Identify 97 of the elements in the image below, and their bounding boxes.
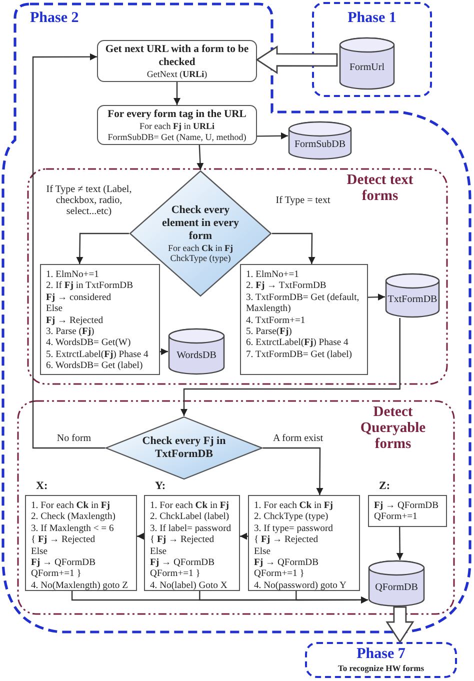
diamond-detail: For each Ck in Fj xyxy=(166,242,234,253)
step-line: 3. Parse (Fj) xyxy=(46,326,96,338)
detect-region xyxy=(17,400,455,615)
diamond-heading: Check every Fj in TxtFormDB xyxy=(141,435,227,461)
phase-title: Phase 2 xyxy=(30,10,79,27)
database-cylinder xyxy=(288,121,352,160)
step-line: QForm+=1 xyxy=(374,511,418,523)
step-line: Else xyxy=(150,546,168,558)
step-line: Else xyxy=(254,546,272,558)
database-label: FormUrl xyxy=(350,62,384,73)
arrow xyxy=(263,447,324,495)
phase-box xyxy=(305,642,457,678)
diamond-detail: ChckType (type) xyxy=(169,253,232,264)
step-line: 3. If Maxlength < = 6 xyxy=(31,522,115,534)
database-cylinder xyxy=(368,560,425,607)
step-line: Else xyxy=(31,546,49,558)
step-line: 1. For each Ck in Fj xyxy=(150,500,230,512)
step-line: 2. If Fj in TxtFormDB xyxy=(46,280,134,292)
step-line: Fj → QFormDB xyxy=(374,500,440,512)
step-line: 2. ChckType (type) xyxy=(254,511,330,523)
step-line: 4. No(label) Goto X xyxy=(150,580,228,592)
arrow xyxy=(196,144,204,170)
step-line: Fj → Rejected xyxy=(46,314,104,326)
step-line: 2. Check (Maxlength) xyxy=(31,511,116,523)
step-line: 7. TxtFormDB= Get (label) xyxy=(246,348,353,360)
process-box xyxy=(97,105,257,145)
step-line: { Fj → Rejected xyxy=(31,534,96,546)
region-title: Detect Queryable forms xyxy=(359,404,427,452)
box-tag: Y: xyxy=(155,481,166,492)
step-line: 1. ElmNo+=1 xyxy=(46,269,100,280)
step-line: 2. Fj → TxtFormDB xyxy=(246,280,327,292)
box-heading: Get next URL with a form to be checked xyxy=(104,42,250,69)
database-label: QFormDB xyxy=(375,582,418,593)
arrow xyxy=(32,53,105,449)
database-label: TxtFormDB xyxy=(388,294,438,305)
step-line: 5. Parse(Fj) xyxy=(246,326,293,338)
step-line: { Fj → Rejected xyxy=(150,534,216,546)
step-line: 3. TxtFormDB= Get (default, Maxlength) xyxy=(246,292,360,315)
box-detail: For each Fj in URLi xyxy=(139,121,215,132)
step-list-box xyxy=(248,495,360,591)
phase-region xyxy=(312,2,432,97)
step-line: 4. No(password) goto Y xyxy=(254,580,348,592)
step-line: 6. WordsDB= Get (label) xyxy=(46,360,144,372)
step-line: Fj → QFormDB xyxy=(150,557,216,568)
box-tag: X: xyxy=(36,481,48,492)
step-line: 6. ExtrctLabel(Fj) Phase 4 xyxy=(246,337,350,349)
decision-diamond xyxy=(105,416,263,480)
step-line: QForm+=1 } xyxy=(31,568,82,580)
step-line: 4. TxtForm+=1 xyxy=(246,314,306,326)
hollow-arrow xyxy=(386,606,414,644)
arrow xyxy=(240,532,248,540)
step-line: { Fj → Rejected xyxy=(254,534,320,546)
phase-title: Phase 1 xyxy=(346,10,398,27)
diamond-heading: Check every element in every form xyxy=(161,204,240,242)
step-line: Fj → considered xyxy=(46,292,112,304)
arrow xyxy=(368,294,386,301)
region-title: Detect text forms xyxy=(346,172,414,204)
box-detail: GetNext (URLi) xyxy=(146,68,208,80)
step-line: 2. ChckLabel (label) xyxy=(150,511,230,523)
step-line: 1. ElmNo+=1 xyxy=(246,269,300,280)
database-cylinder xyxy=(385,273,440,318)
phase-subtitle: To recognize HW forms xyxy=(336,663,425,673)
arrow xyxy=(396,527,404,560)
step-list-box xyxy=(240,264,368,375)
arrow xyxy=(137,532,144,540)
database-cylinder xyxy=(168,328,225,375)
database-label: FormSubDB xyxy=(294,139,346,150)
process-box xyxy=(97,40,257,82)
detect-region xyxy=(27,168,448,385)
arrow xyxy=(296,591,368,604)
box-detail: FormSubDB= Get (Name, U, method) xyxy=(108,132,246,142)
box-tag: Z: xyxy=(379,481,390,492)
step-line: 3. If label= password xyxy=(150,522,232,534)
database-cylinder xyxy=(339,37,395,90)
step-line: QForm+=1 } xyxy=(150,568,202,580)
step-line: 5. ExtrctLabel(Fj) Phase 4 xyxy=(46,348,150,360)
step-line: Fj → QFormDB xyxy=(254,557,320,568)
step-line: 1. For each Ck in Fj xyxy=(254,500,334,512)
arrow xyxy=(174,82,180,105)
step-line: 3. If type= password xyxy=(254,522,334,534)
step-line: 1. For each Ck in Fj xyxy=(31,500,111,512)
step-line: Else xyxy=(46,303,64,315)
step-line: QForm+=1 } xyxy=(254,568,306,580)
step-line: Fj → QFormDB xyxy=(31,557,96,568)
edge-label: If Type ≠ text (Label, checkbox, radio, select...etc) xyxy=(45,184,133,217)
box-heading: For every form tag in the URL xyxy=(108,108,246,121)
step-line: 4. No(Maxlength) goto Z xyxy=(31,580,129,592)
phase-title: Phase 7 xyxy=(356,646,406,663)
arrow xyxy=(257,132,288,140)
step-list-box xyxy=(40,264,160,375)
hollow-arrow xyxy=(256,46,338,74)
arrow xyxy=(76,232,129,264)
arrow xyxy=(180,318,400,416)
arrow xyxy=(160,348,168,356)
arrow xyxy=(272,232,316,264)
step-line: 4. WordsDB= Get(W) xyxy=(46,337,132,349)
database-label: WordsDB xyxy=(176,350,216,361)
